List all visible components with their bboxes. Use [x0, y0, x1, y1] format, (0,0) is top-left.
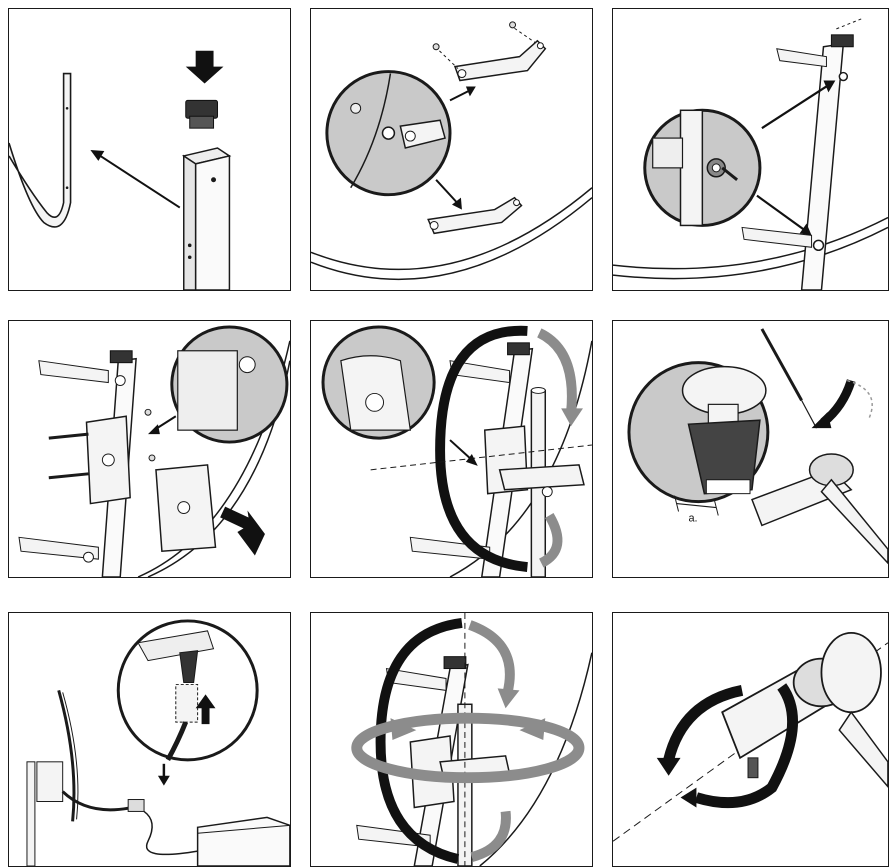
step-7-panel: [8, 612, 291, 867]
square-mast-tube: [184, 148, 230, 290]
step-8-panel: [310, 612, 593, 867]
mast-with-arms: [742, 19, 861, 290]
coax-cable: [144, 811, 198, 854]
rotation-arrow-icon: [812, 381, 873, 429]
lnb-part: [722, 633, 888, 787]
dish-rim: [613, 218, 888, 279]
step-3-panel: [612, 8, 889, 291]
magnifier-circle: [172, 327, 287, 442]
clamp-plate-back: [49, 416, 130, 503]
dish-rim: [311, 188, 592, 280]
callout-arrow: [450, 440, 478, 466]
down-arrow-icon: [186, 51, 224, 84]
step-4-panel: [8, 320, 291, 578]
screwdriver-icon: [762, 329, 817, 428]
magnifier-circle: [645, 110, 760, 225]
magnifier-circle: [327, 72, 450, 195]
step-5-panel: [310, 320, 593, 578]
upper-arm-part: [433, 22, 545, 81]
magnifier-circle: [323, 327, 434, 438]
step-2-panel: [310, 8, 593, 291]
step-6-panel: a.: [612, 320, 889, 578]
step-9-panel: [612, 612, 889, 867]
step-1-panel: [8, 8, 291, 291]
lower-arm-part: [428, 198, 521, 234]
end-cap-part: [186, 100, 218, 128]
down-arrow-icon: [158, 764, 170, 786]
magnifier-circle: [629, 363, 768, 516]
lnb-arm-part: [752, 454, 888, 563]
magnifier-circle: [118, 621, 257, 760]
u-bracket-illustration: [9, 74, 71, 227]
distance-label: a.: [688, 512, 697, 524]
receiver-box: [198, 817, 290, 866]
arrow-to-bracket: [90, 150, 179, 208]
